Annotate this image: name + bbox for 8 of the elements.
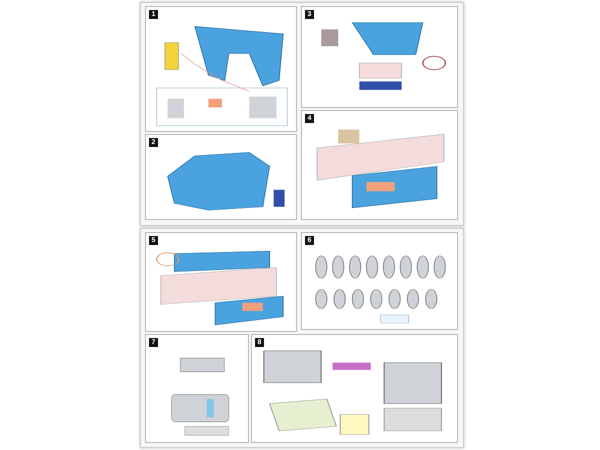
step-panel [145, 6, 297, 132]
step-panel [145, 232, 297, 332]
step-panel [145, 134, 297, 220]
step-panel [301, 232, 458, 330]
step-panel [301, 6, 458, 108]
step-panel [301, 110, 458, 220]
step-panel [251, 334, 458, 443]
step-panel [145, 334, 249, 443]
